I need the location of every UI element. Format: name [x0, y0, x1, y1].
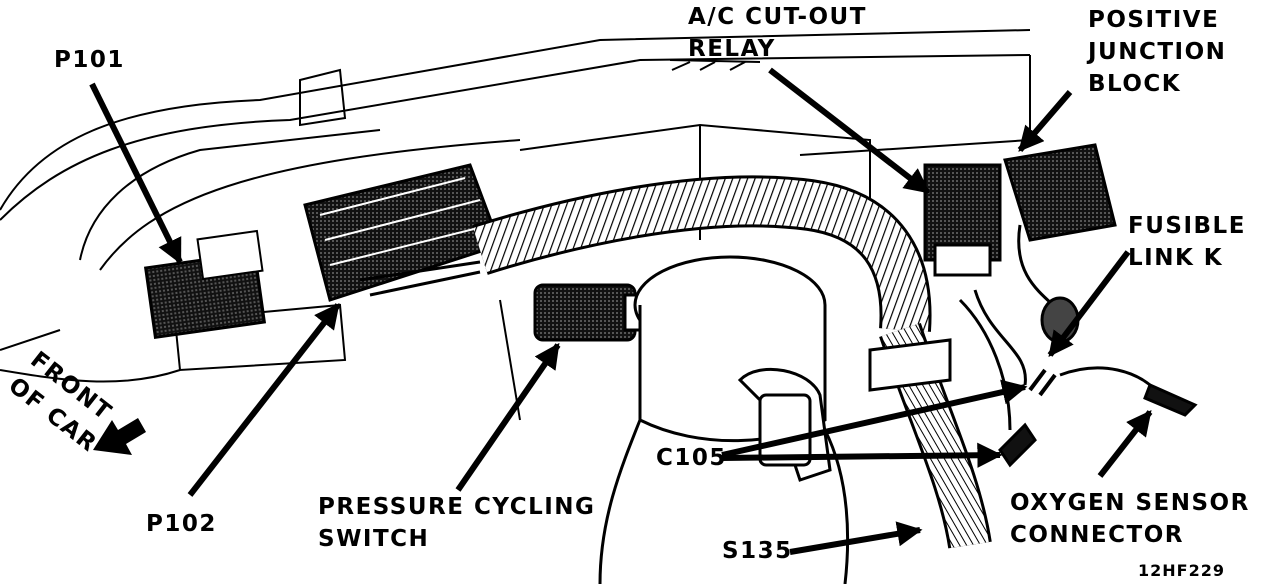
pressure-cycling-switch	[533, 283, 647, 342]
positive-junction-block-arrow	[1017, 90, 1073, 152]
oxygen-sensor-connector-line-2: CONNECTOR	[1010, 522, 1184, 548]
pressure-cycling-switch-label: PRESSURE CYCLING SWITCH	[318, 491, 595, 555]
fusible-link-k-label: FUSIBLE LINK K	[1128, 210, 1246, 274]
s135-arrow	[789, 521, 923, 555]
p102-arrow	[187, 303, 341, 497]
fusible-link-k-line-2: LINK K	[1128, 245, 1224, 271]
p101-arrow	[89, 82, 183, 265]
fusible-link-k-line-1: FUSIBLE	[1128, 213, 1246, 239]
oxygen-sensor-connector-line-1: OXYGEN SENSOR	[1010, 490, 1250, 516]
figure-id: 12HF229	[1138, 561, 1225, 580]
c105-label: C105	[656, 445, 727, 471]
fusible-link-k-arrow	[1047, 250, 1131, 358]
positive-junction-block-label: POSITIVE JUNCTION BLOCK	[1088, 4, 1226, 100]
c105-arrow-upper	[721, 379, 1028, 458]
ac-cutout-relay-arrow	[768, 67, 930, 195]
c105-arrow-lower	[721, 442, 1003, 468]
ac-cutout-relay	[923, 163, 1002, 277]
oxygen-sensor-arrow	[1097, 410, 1153, 478]
p102-label: P102	[146, 511, 217, 537]
pressure-cycling-switch-line-1: PRESSURE CYCLING	[318, 494, 596, 520]
p102-connector	[303, 163, 502, 302]
s135-label: S135	[722, 538, 793, 564]
pressure-cycling-switch-arrow	[455, 342, 561, 492]
ac-cutout-relay-line-1: A/C CUT-OUT	[688, 4, 867, 30]
oxygen-sensor-connector-label: OXYGEN SENSOR CONNECTOR	[1010, 487, 1250, 551]
ac-cutout-relay-label: A/C CUT-OUT RELAY	[688, 1, 867, 65]
ac-cutout-relay-line-2: RELAY	[688, 36, 776, 62]
accumulator-and-lines	[598, 255, 952, 584]
callout-arrows	[89, 67, 1153, 555]
background-body-lines	[0, 29, 1031, 421]
positive-junction-block	[1003, 143, 1117, 242]
front-of-car-arrow	[93, 418, 146, 455]
pressure-cycling-switch-line-2: SWITCH	[318, 526, 430, 552]
positive-junction-block-line-3: BLOCK	[1088, 71, 1182, 97]
p101-label: P101	[54, 47, 125, 73]
positive-junction-block-line-2: JUNCTION	[1088, 39, 1227, 65]
positive-junction-block-line-1: POSITIVE	[1088, 7, 1220, 33]
p101-connector	[143, 229, 267, 340]
